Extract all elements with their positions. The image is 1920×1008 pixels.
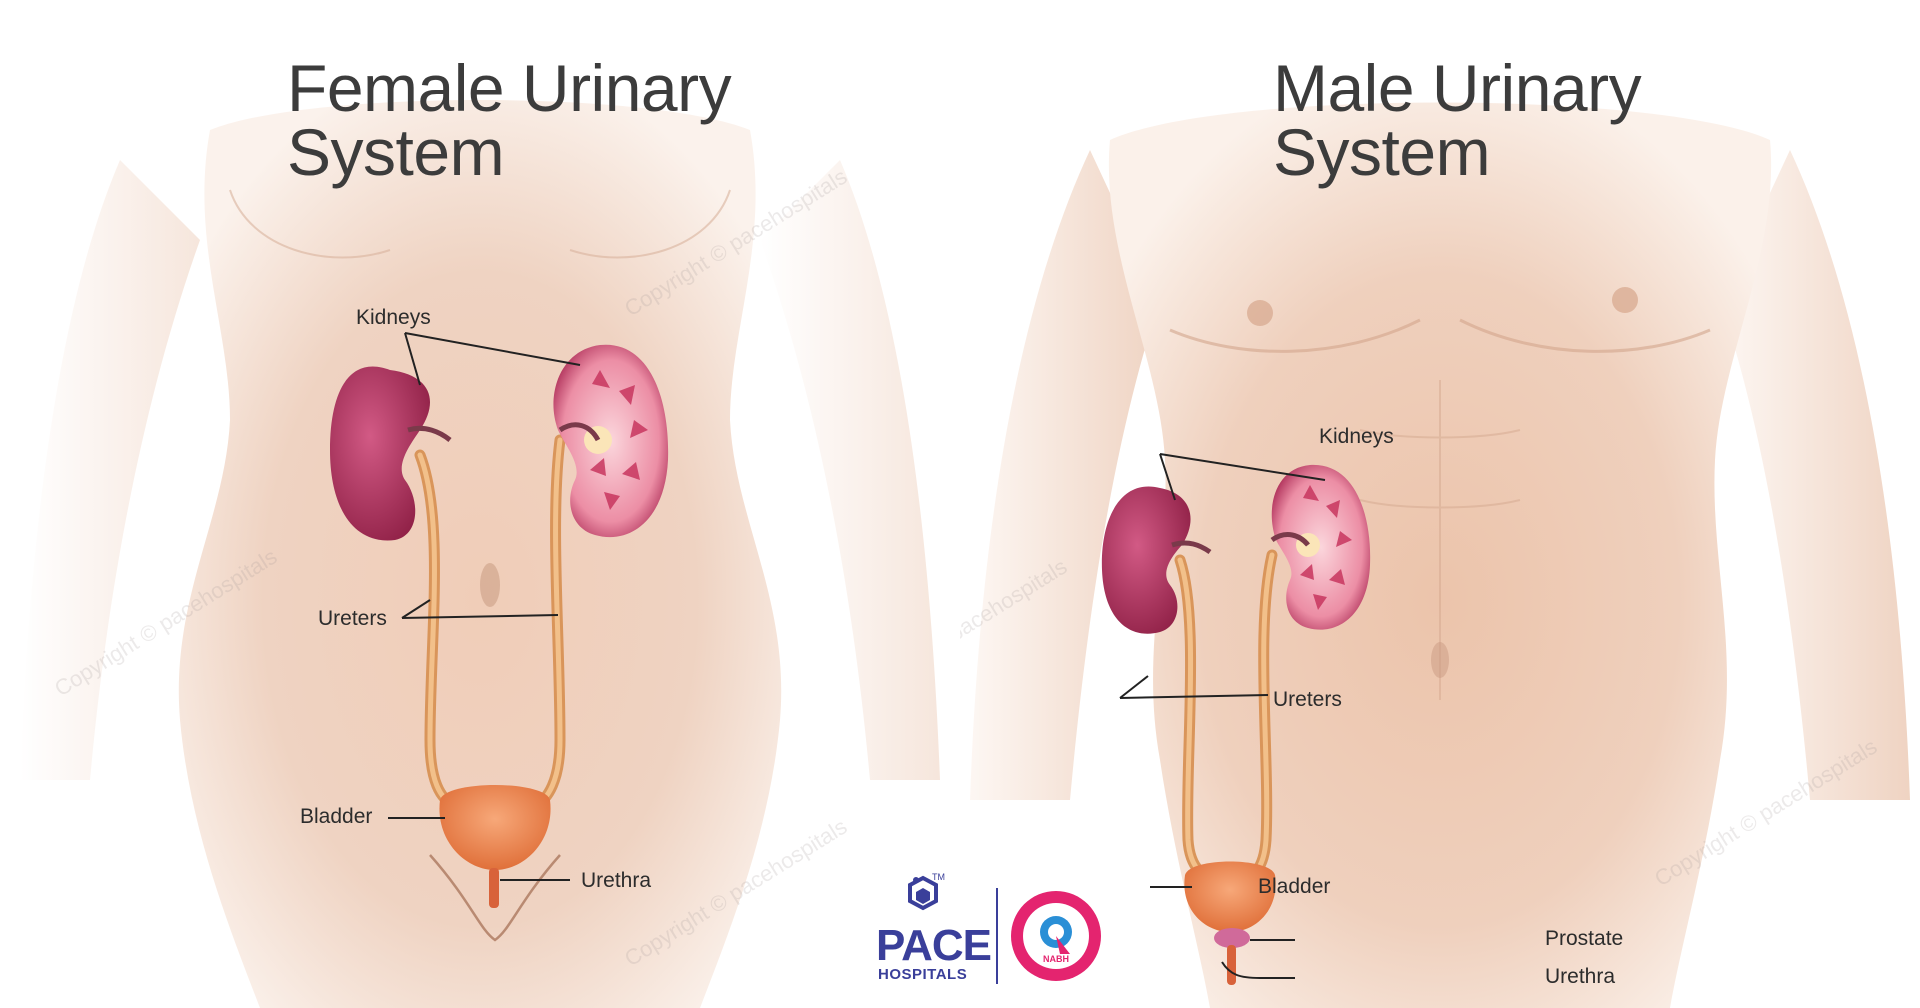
female-urethra bbox=[489, 868, 499, 908]
male-kidney-right bbox=[1271, 464, 1371, 630]
male-urethra bbox=[1227, 945, 1236, 985]
logo-brand: PACE bbox=[876, 921, 992, 970]
nabh-text: NABH bbox=[1043, 954, 1069, 964]
male-title: Male Urinary System bbox=[1273, 51, 1642, 189]
male-label-bladder: Bladder bbox=[1258, 875, 1331, 898]
male-bladder bbox=[1184, 861, 1276, 932]
female-title-line2: System bbox=[287, 115, 505, 189]
female-kidney-left bbox=[330, 366, 430, 541]
logo-divider bbox=[996, 888, 998, 984]
trademark-mark: TM bbox=[932, 872, 945, 882]
male-prostate bbox=[1214, 928, 1250, 948]
logo-sub: HOSPITALS bbox=[878, 966, 968, 983]
female-bladder bbox=[439, 785, 551, 870]
pace-hexagon-icon bbox=[908, 875, 938, 911]
male-title-line1: Male Urinary bbox=[1273, 51, 1642, 125]
female-leader-lines bbox=[388, 332, 581, 881]
male-label-ureters: Ureters bbox=[1273, 688, 1342, 711]
male-label-urethra: Urethra bbox=[1545, 965, 1616, 988]
female-label-ureters: Ureters bbox=[318, 607, 387, 630]
male-title-line2: System bbox=[1273, 115, 1491, 189]
female-ureter-left-hl bbox=[417, 452, 458, 808]
male-panel: Male Urinary System Kidneys Ureters Blad… bbox=[960, 0, 1920, 1008]
male-body-illustration bbox=[970, 102, 1910, 1008]
pace-hospitals-logo: TM PACE HOSPITALS NABH bbox=[874, 868, 1104, 988]
female-body-illustration bbox=[20, 100, 940, 1008]
female-title-line1: Female Urinary bbox=[287, 51, 732, 125]
nabh-accreditation-seal-icon: NABH bbox=[1011, 891, 1101, 981]
female-panel: Female Urinary System Kidneys Ureters Bl… bbox=[20, 51, 940, 1008]
male-label-prostate: Prostate bbox=[1545, 927, 1624, 950]
female-label-urethra: Urethra bbox=[581, 869, 652, 892]
male-kidney-left bbox=[1101, 486, 1191, 634]
male-leader-lines bbox=[1119, 453, 1326, 979]
male-label-kidneys: Kidneys bbox=[1319, 425, 1394, 448]
female-label-kidneys: Kidneys bbox=[356, 306, 431, 329]
female-title: Female Urinary System bbox=[287, 51, 732, 189]
female-label-bladder: Bladder bbox=[300, 805, 373, 828]
